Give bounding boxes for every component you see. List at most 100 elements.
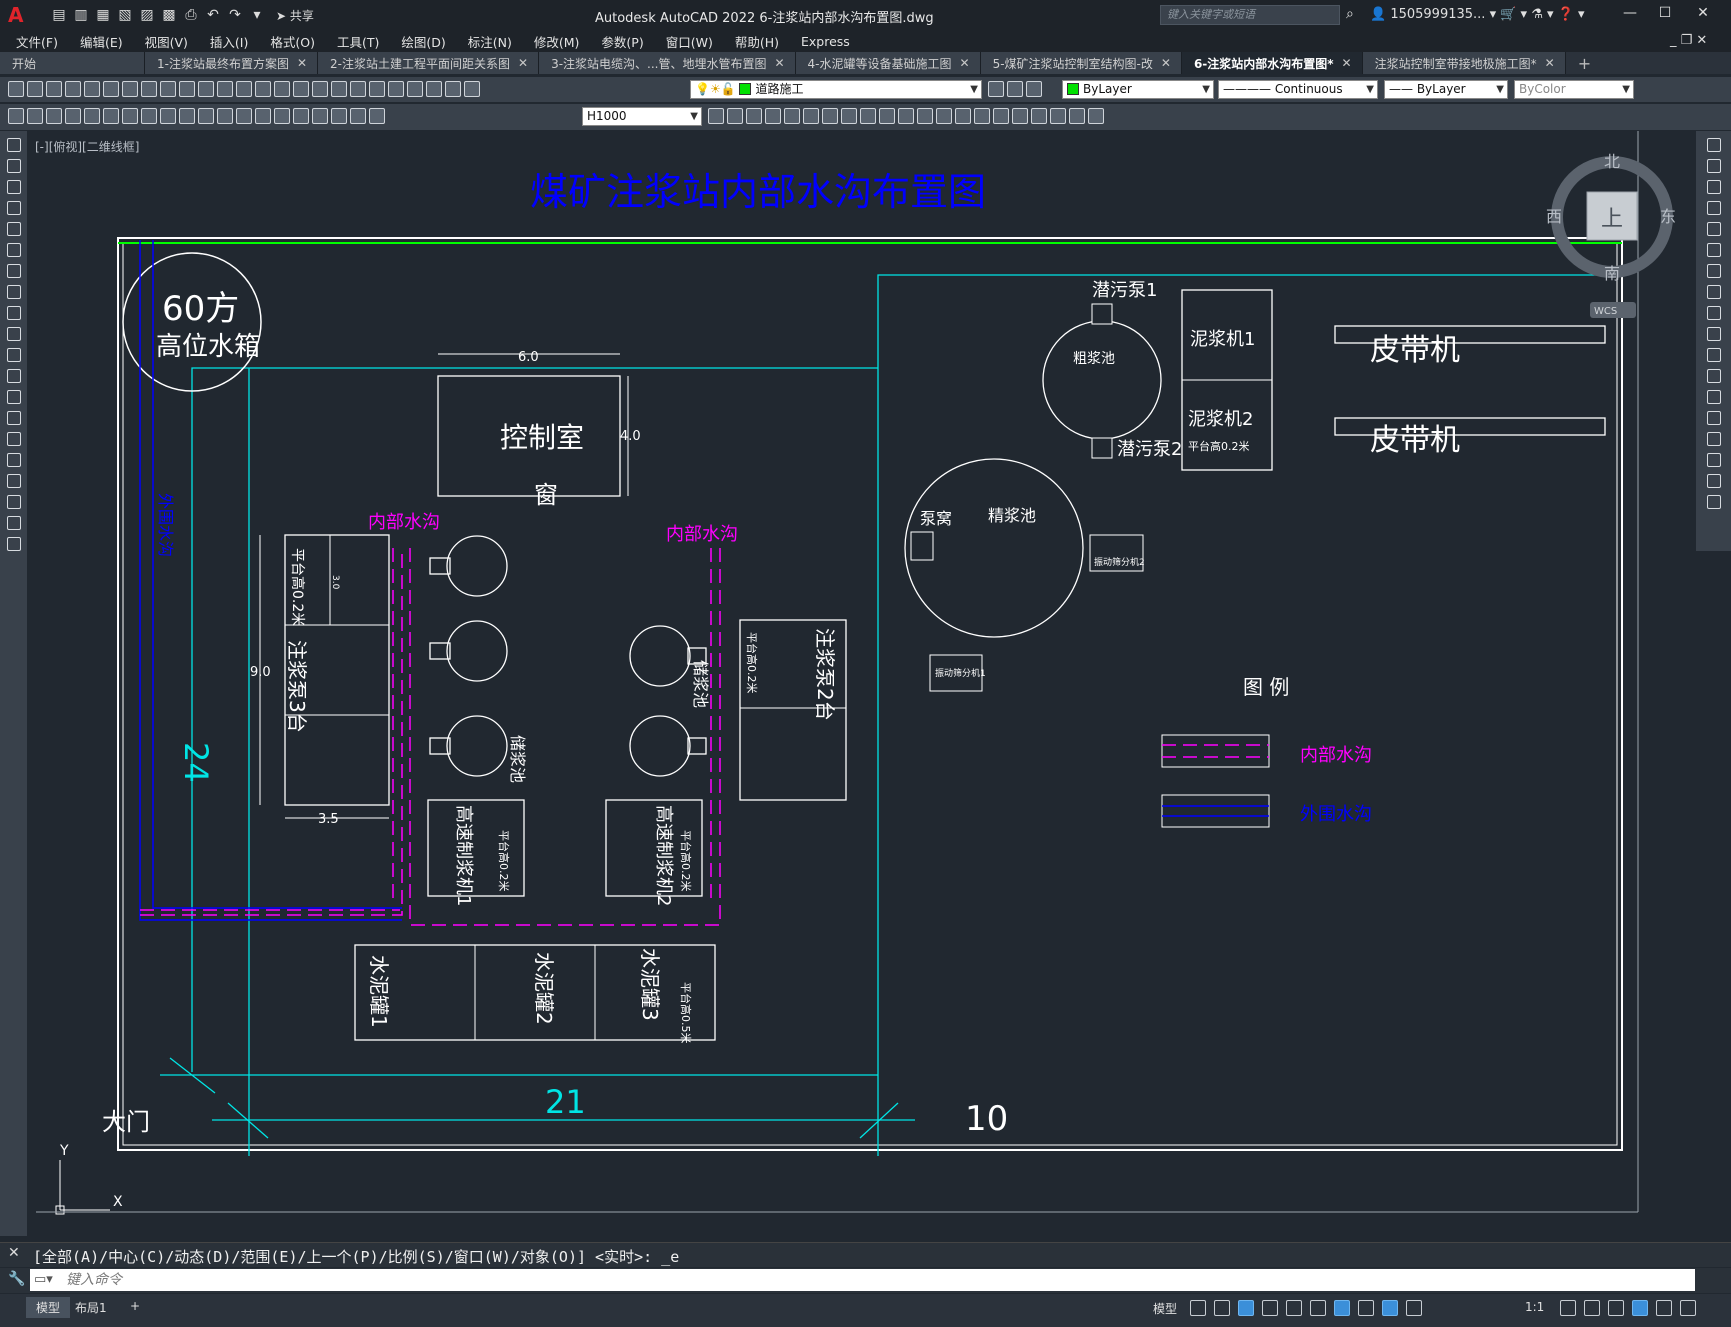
open-web-icon[interactable]: ▨ [140,7,154,23]
break-icon[interactable] [1706,390,1721,404]
extend-icon[interactable] [1706,348,1721,362]
hatch-back-icon[interactable] [1069,108,1085,124]
move-icon[interactable] [803,108,819,124]
menu-format[interactable]: 格式(O) [270,34,315,50]
tab-file-3[interactable]: 3-注浆站电缆沟、...管、地埋水管布置图✕ [539,52,796,74]
help-search-input[interactable]: 键入关键字或短语 [1160,5,1340,25]
plot-icon[interactable] [65,81,81,97]
center-mark-icon[interactable] [274,108,290,124]
undo-icon[interactable] [217,81,233,97]
viewcube-north[interactable]: 北 [1604,152,1620,171]
polyline-icon[interactable] [6,180,21,194]
make-block-icon[interactable] [6,390,21,404]
command-input[interactable]: 键入命令 [30,1269,1695,1291]
point-icon[interactable] [6,411,21,425]
join-icon[interactable] [936,108,952,124]
table-icon[interactable] [6,495,21,509]
menu-express[interactable]: Express [800,33,850,49]
layer-state-icon[interactable] [1026,81,1042,97]
dim-space-icon[interactable] [217,108,233,124]
layer-properties-icon[interactable] [464,81,480,97]
circle-icon[interactable] [6,264,21,278]
3d-print-icon[interactable] [122,81,138,97]
scale-icon[interactable] [1706,285,1721,299]
model-space-label[interactable]: 模型 [1153,1302,1178,1316]
explode-icon[interactable] [1088,108,1104,124]
rectangle-icon[interactable] [6,222,21,236]
array-icon[interactable] [784,108,800,124]
break-icon[interactable] [917,108,933,124]
markup-icon[interactable] [407,81,423,97]
move-icon[interactable] [1706,243,1721,257]
minimize-button[interactable]: — [1623,5,1637,21]
customization-menu-icon[interactable] [1680,1300,1696,1316]
viewcube-ring[interactable] [1551,156,1673,278]
qat-dropdown-icon[interactable]: ▾ [253,7,261,23]
erase-icon[interactable] [1706,138,1721,152]
menu-modify[interactable]: 修改(M) [533,34,580,50]
extend-icon[interactable] [898,108,914,124]
copy-icon[interactable] [160,81,176,97]
close-tab-icon[interactable]: ✕ [959,56,970,70]
open-icon[interactable]: ▥ [74,7,88,23]
polar-icon[interactable] [1262,1300,1278,1316]
design-center-icon[interactable] [350,81,366,97]
annotation-scale[interactable]: 1:1 [1525,1300,1545,1314]
close-tab-icon[interactable]: ✕ [774,56,785,70]
plot-icon[interactable]: ⎙ [185,7,197,23]
save-web-icon[interactable]: ▩ [162,7,176,23]
new-icon[interactable] [8,81,24,97]
draworder-icon[interactable] [993,108,1009,124]
user-account[interactable]: 👤 1505999135... ▾ 🛒 ▾ ⚗ ▾ ❓ ▾ [1370,7,1585,22]
preview-icon[interactable] [84,81,100,97]
fillet-icon[interactable] [974,108,990,124]
tab-file-7[interactable]: 注浆站控制室带接地极施工图*✕ [1362,52,1566,74]
maximize-button[interactable]: ☐ [1658,5,1672,21]
dim-break-icon[interactable] [236,108,252,124]
menu-draw[interactable]: 绘图(D) [401,34,446,50]
zoom-window-icon[interactable] [293,81,309,97]
dim-baseline-icon[interactable] [179,108,195,124]
viewcube-south[interactable]: 南 [1604,264,1620,283]
polygon-icon[interactable] [6,201,21,215]
layer-previous-icon[interactable] [1007,81,1023,97]
customize-icon[interactable]: 🔧 [8,1271,26,1287]
lineweight-dropdown[interactable]: —— ByLayer▼ [1384,80,1508,99]
layer-dropdown[interactable]: 💡☀🔓 道路施工▼ [690,80,982,99]
drawing-canvas[interactable]: 煤矿注浆站内部水沟布置图 21 24 10 60方 高位水箱 外围水沟 内部水沟… [27,131,1696,1236]
dim-edit-icon[interactable] [331,108,347,124]
grid-icon[interactable] [1190,1300,1206,1316]
offset-icon[interactable] [1706,201,1721,215]
search-icon[interactable]: ⌕ [1346,6,1354,22]
blend-icon[interactable] [1706,474,1721,488]
dimstyle-dropdown[interactable]: H1000▼ [582,107,702,126]
add-selected-icon[interactable] [6,537,21,551]
inspect-icon[interactable] [293,108,309,124]
rotate-icon[interactable] [822,108,838,124]
redo-icon[interactable] [236,81,252,97]
chamfer-icon[interactable] [955,108,971,124]
drawing-svg[interactable]: 煤矿注浆站内部水沟布置图 21 24 10 60方 高位水箱 外围水沟 内部水沟… [27,131,1696,1236]
mtext-icon[interactable] [6,516,21,530]
fillet-icon[interactable] [1706,453,1721,467]
redo-icon[interactable]: ↷ [229,7,241,23]
workspace-gear-icon[interactable] [1560,1300,1576,1316]
dim-ordinate-icon[interactable] [65,108,81,124]
ellipse-arc-icon[interactable] [6,348,21,362]
ortho-icon[interactable] [1238,1300,1254,1316]
tab-file-6[interactable]: 6-注浆站内部水沟布置图*✕ [1181,52,1363,74]
make-current-icon[interactable] [988,81,1004,97]
osnap-icon[interactable] [1334,1300,1350,1316]
dim-text-edit-icon[interactable] [350,108,366,124]
revcloud-icon[interactable] [6,285,21,299]
dim-angular-icon[interactable] [141,108,157,124]
close-tab-icon[interactable]: ✕ [518,56,529,70]
viewcube-west[interactable]: 西 [1546,207,1562,226]
copy-object-icon[interactable] [727,108,743,124]
help-icon[interactable] [445,81,461,97]
dim-jogged-icon[interactable] [103,108,119,124]
wcs-menu[interactable] [1590,302,1636,318]
units-icon[interactable] [1608,1300,1624,1316]
menu-file[interactable]: 文件(F) [16,34,58,50]
auto-scale-icon[interactable] [1406,1300,1422,1316]
